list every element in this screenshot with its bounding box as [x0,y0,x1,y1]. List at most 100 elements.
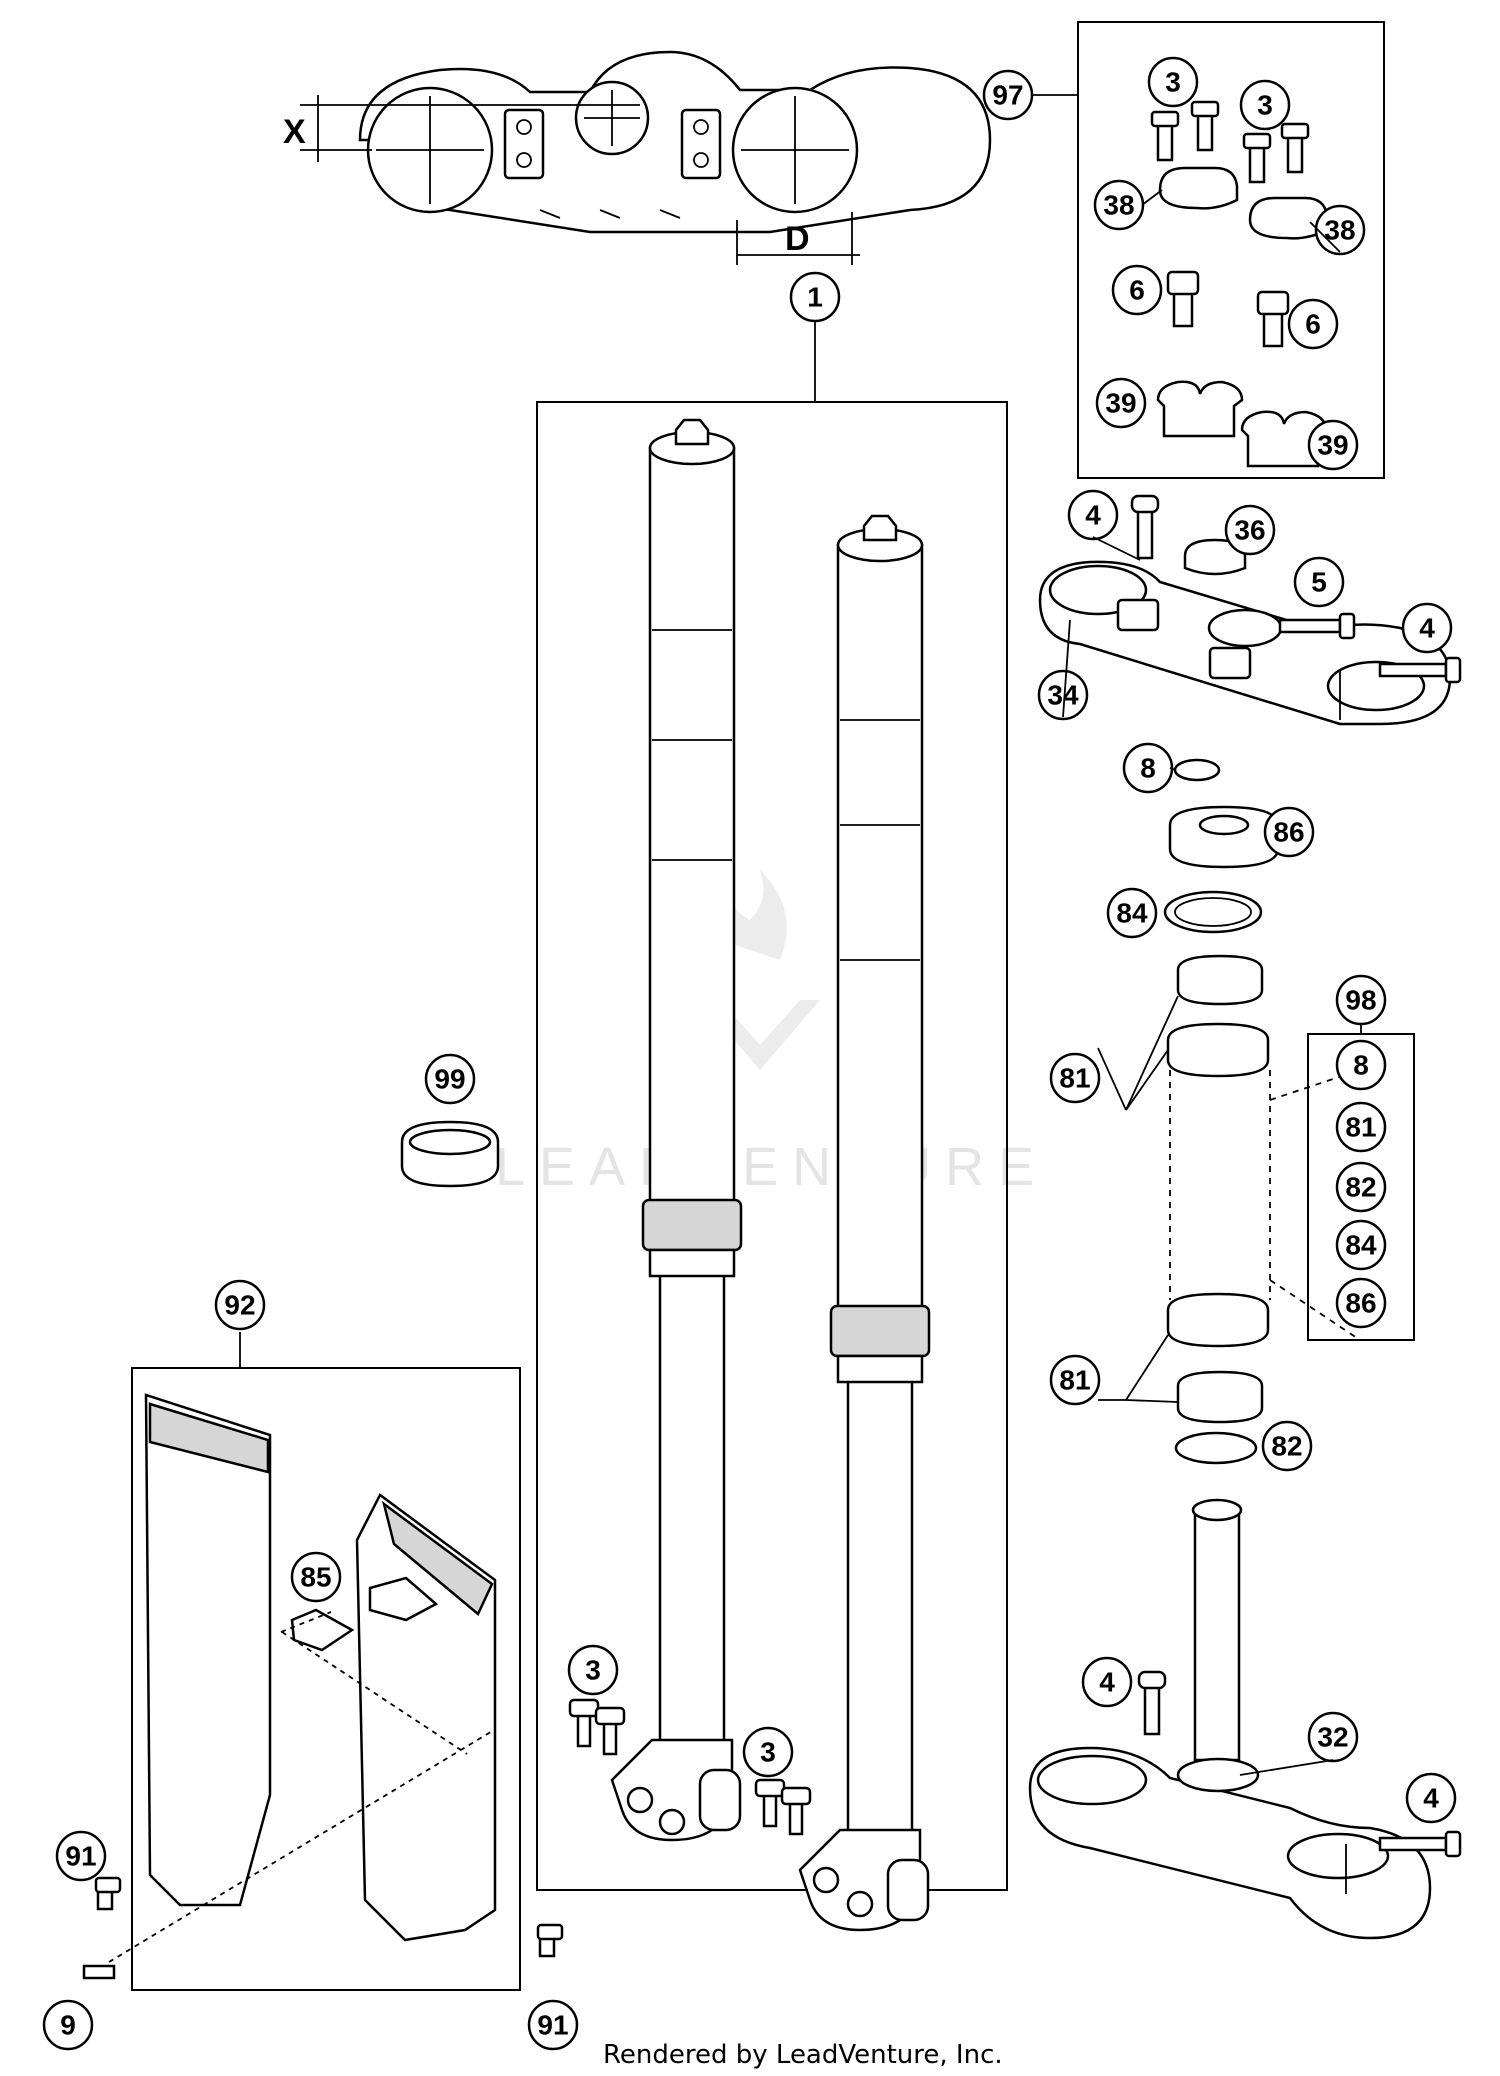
callout-6: 6 [1287,298,1339,350]
svg-text:82: 82 [1271,1431,1302,1462]
svg-text:1: 1 [807,282,823,313]
svg-text:39: 39 [1317,430,1348,461]
svg-text:8: 8 [1353,1050,1369,1081]
handlebar-clamp-kit-box [1030,21,1385,479]
callout-1: 1 [789,271,841,323]
axle-clamp-screws [568,1698,812,1836]
svg-text:38: 38 [1324,215,1355,246]
callout-81: 81 [1049,1354,1101,1406]
svg-text:86: 86 [1273,817,1304,848]
callout-92: 92 [214,1279,266,1331]
callout-81: 81 [1049,1052,1101,1104]
kit-item-81: 81 [1335,1101,1387,1153]
callout-85: 85 [290,1551,342,1603]
callout-3: 3 [742,1726,794,1778]
svg-text:81: 81 [1059,1063,1090,1094]
callout-36: 36 [1224,504,1276,556]
screw-icon [82,1964,116,1980]
svg-text:81: 81 [1345,1112,1376,1143]
left-fork-leg [610,418,743,1842]
right-fork-leg [798,514,931,1932]
bolt-icon [1143,1680,1161,1736]
svg-text:91: 91 [537,2010,568,2041]
callout-86: 86 [1263,806,1315,858]
clamp-top-icon [1158,166,1239,210]
svg-text:3: 3 [1257,90,1273,121]
kit-item-86: 86 [1335,1277,1387,1329]
svg-text:4: 4 [1099,1667,1115,1698]
callout-6: 6 [1111,264,1163,316]
kit-item-84: 84 [1335,1219,1387,1271]
front-fork-assembly [536,315,1008,1932]
bolt-icon [1136,504,1154,560]
callout-38: 38 [1093,179,1145,231]
callout-4: 4 [1067,489,1119,541]
callout-32: 32 [1307,1711,1359,1763]
svg-text:85: 85 [300,1562,331,1593]
callout-99: 99 [424,1053,476,1105]
callout-labels: 1 97 3 3 38 38 6 6 39 39 4 36 5 4 34 8 8… [42,56,1457,2051]
callout-4: 4 [1081,1656,1133,1708]
bolt-icon [1378,1836,1448,1852]
svg-text:4: 4 [1085,500,1101,531]
svg-text:86: 86 [1345,1288,1376,1319]
callout-84: 84 [1106,887,1158,939]
svg-text:6: 6 [1129,275,1145,306]
kit-item-8: 8 [1335,1039,1387,1091]
callout-4: 4 [1405,1772,1457,1824]
callout-82: 82 [1261,1420,1313,1472]
fork-guard-kit [82,1332,564,1991]
svg-text:4: 4 [1423,1783,1439,1814]
bolt-icon [1278,618,1342,634]
svg-text:81: 81 [1059,1365,1090,1396]
lower-triple-clamp [1028,1498,1462,1940]
svg-text:6: 6 [1305,309,1321,340]
svg-text:3: 3 [585,1655,601,1686]
svg-text:92: 92 [224,1290,255,1321]
callout-5: 5 [1293,556,1345,608]
svg-text:3: 3 [760,1737,776,1768]
leader-lines [1062,189,1362,1776]
bolt-icon [1378,662,1448,678]
callout-91: 91 [527,1999,579,2051]
svg-text:98: 98 [1345,985,1376,1016]
steering-bearing-parts [1125,758,1361,1465]
callout-3: 3 [567,1644,619,1696]
callout-8: 8 [1122,742,1174,794]
svg-text:3: 3 [1165,67,1181,98]
upper-triple-clamp [1038,494,1462,726]
svg-text:99: 99 [434,1064,465,1095]
callout-39: 39 [1307,419,1359,471]
watermark: LEADVENTURE [495,870,1048,1197]
dimension-x-label: X [283,113,306,151]
callout-3: 3 [1239,79,1291,131]
svg-text:91: 91 [65,1841,96,1872]
handlebar-mount-icon [1156,380,1244,438]
svg-text:39: 39 [1105,388,1136,419]
svg-text:36: 36 [1234,515,1265,546]
svg-text:9: 9 [60,2010,76,2041]
callout-91: 91 [55,1830,107,1882]
svg-text:4: 4 [1419,613,1435,644]
triple-clamp-dimension-sketch: X D [283,50,992,265]
svg-text:5: 5 [1311,567,1327,598]
callout-98: 98 [1335,974,1387,1026]
svg-text:8: 8 [1140,753,1156,784]
left-fork-guard [144,1393,272,1907]
callout-39: 39 [1095,377,1147,429]
svg-text:84: 84 [1345,1230,1377,1261]
fork-ring-99 [400,1120,500,1188]
callout-3: 3 [1147,56,1199,108]
svg-text:84: 84 [1116,898,1148,929]
watermark-text: LEADVENTURE [495,1137,1048,1197]
guard-bracket-icon [290,1608,355,1652]
screw-icon [1150,100,1310,184]
callout-97: 97 [982,69,1034,121]
kit-item-82: 82 [1335,1161,1387,1213]
callout-38: 38 [1314,204,1366,256]
callout-4: 4 [1401,602,1453,654]
svg-text:32: 32 [1317,1722,1348,1753]
footer-credit: Rendered by LeadVenture, Inc. [603,2040,1003,2070]
svg-text:97: 97 [992,80,1023,111]
